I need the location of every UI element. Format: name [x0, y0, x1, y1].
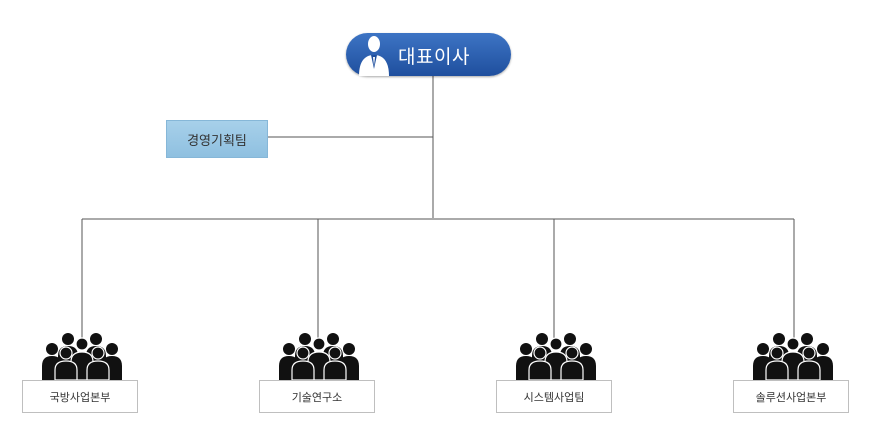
- group-icon: [516, 333, 596, 380]
- department-box: 시스템사업팀: [496, 380, 612, 413]
- department-node-4: 솔루션사업본부: [733, 332, 851, 414]
- department-box: 국방사업본부: [22, 380, 138, 413]
- department-label: 국방사업본부: [49, 390, 111, 404]
- department-node-3: 시스템사업팀: [496, 332, 614, 414]
- department-label: 솔루션사업본부: [755, 390, 827, 404]
- staff-node: 경영기획팀: [166, 120, 268, 158]
- department-node-1: 국방사업본부: [22, 332, 140, 414]
- department-node-2: 기술연구소: [259, 332, 377, 414]
- department-label: 시스템사업팀: [523, 390, 585, 404]
- ceo-label: 대표이사: [398, 46, 470, 68]
- group-icon: [753, 333, 833, 380]
- person-suit-icon: [359, 36, 389, 76]
- department-box: 솔루션사업본부: [733, 380, 849, 413]
- staff-label: 경영기획팀: [187, 133, 247, 149]
- group-icon: [279, 333, 359, 380]
- ceo-node: 대표이사: [346, 33, 511, 76]
- department-box: 기술연구소: [259, 380, 375, 413]
- department-label: 기술연구소: [291, 390, 343, 404]
- group-icon: [42, 333, 122, 380]
